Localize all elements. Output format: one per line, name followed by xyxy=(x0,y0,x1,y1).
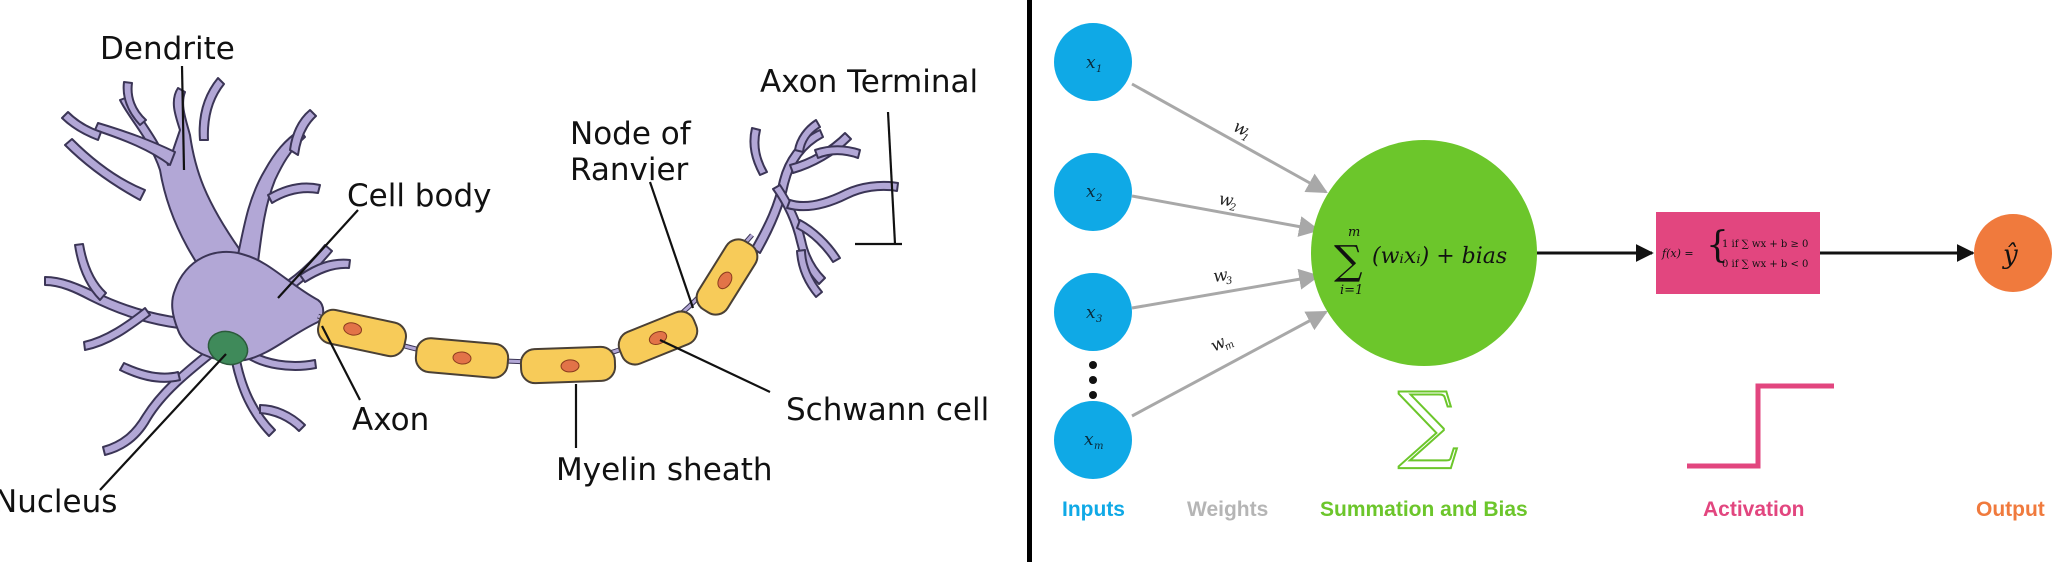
weight-arrows xyxy=(1131,82,1328,418)
weight-3-base: w xyxy=(1212,265,1230,287)
input-node-3: x 3 xyxy=(1054,273,1132,351)
weight-arrow-3 xyxy=(1131,268,1321,310)
activation-box: f(x) = { 1 if ∑ wx + b ≥ 0 0 if ∑ wx + b… xyxy=(1656,212,1820,294)
sum-lower-limit: i=1 xyxy=(1340,283,1363,298)
ellipsis-dots xyxy=(1089,361,1097,399)
myelin-segment xyxy=(317,308,407,358)
activation-brace: { xyxy=(1706,225,1729,266)
nucleus-label: Nucleus xyxy=(0,484,117,520)
leader-lines xyxy=(99,65,902,491)
schwann-nucleus xyxy=(343,322,363,336)
activation-category-label: Activation xyxy=(1703,498,1805,521)
sum-upper-limit: m xyxy=(1348,225,1360,240)
inputs-category-label: Inputs xyxy=(1062,498,1125,521)
input-node-m: x m xyxy=(1054,401,1132,479)
input-node-1: x 1 xyxy=(1054,23,1132,101)
schwann-nucleus xyxy=(560,359,580,373)
weight-2-sub: 2 xyxy=(1228,202,1237,214)
weight-arrow-2 xyxy=(1131,194,1321,237)
myelin-sheath xyxy=(317,238,759,385)
cell-body-label: Cell body xyxy=(347,178,491,214)
activation-case-2: 0 if ∑ wx + b < 0 xyxy=(1722,259,1808,270)
dendrite-leader xyxy=(180,65,186,171)
summation-category-label: Summation and Bias xyxy=(1320,498,1528,521)
input-2-base: x xyxy=(1086,182,1096,202)
nucleus xyxy=(207,330,249,366)
perceptron-diagram: x 1 x 2 x 3 x m xyxy=(1054,23,2052,521)
node-of-ranvier-leader xyxy=(648,181,695,309)
step-function-icon xyxy=(1687,383,1834,469)
sum-body: (wᵢxᵢ) + bias xyxy=(1372,244,1507,269)
input-1-base: x xyxy=(1086,53,1096,73)
axon-terminal-label: Axon Terminal xyxy=(760,64,978,100)
weight-1-sub: 1 xyxy=(1239,132,1250,145)
node-of-ranvier-label-line2: Ranvier xyxy=(570,152,689,188)
input-1-sub: 1 xyxy=(1096,64,1102,75)
output-node: ŷ xyxy=(1974,214,2052,292)
input-2-sub: 2 xyxy=(1095,193,1102,204)
sum-sigma: ∑ xyxy=(1334,238,1363,284)
input-m-sub: m xyxy=(1094,441,1103,452)
summation-symbol-icon: ∑ xyxy=(1398,374,1458,472)
input-nodes: x 1 x 2 x 3 x m xyxy=(1054,23,1132,479)
input-3-sub: 3 xyxy=(1096,314,1102,325)
schwann-cell-label: Schwann cell xyxy=(786,392,989,428)
input-node-2: x 2 xyxy=(1054,153,1132,231)
input-m-base: x xyxy=(1084,430,1094,450)
axon-leader xyxy=(321,325,361,401)
summation-node: m ∑ i=1 (wᵢxᵢ) + bias xyxy=(1311,140,1537,366)
weight-arrow-m xyxy=(1131,310,1328,418)
weight-3-sub: 3 xyxy=(1225,275,1233,287)
axon-label: Axon xyxy=(352,402,429,438)
axon-terminal xyxy=(749,119,899,298)
weight-arrow-1 xyxy=(1131,82,1328,194)
nucleus-leader xyxy=(99,353,227,491)
weights-category-label: Weights xyxy=(1187,498,1268,521)
cell-body-leader xyxy=(277,209,359,299)
input-3-base: x xyxy=(1086,303,1096,323)
neuron-illustration: Dendrite Cell body Nucleus Axon Node of … xyxy=(0,31,989,520)
output-category-label: Output xyxy=(1976,498,2045,521)
output-symbol: ŷ xyxy=(2002,240,2018,270)
schwann-nucleus xyxy=(452,351,472,365)
activation-case-1: 1 if ∑ wx + b ≥ 0 xyxy=(1722,239,1808,250)
node-of-ranvier-label-line1: Node of xyxy=(570,116,692,152)
dendrite-label: Dendrite xyxy=(100,31,235,67)
myelin-sheath-label: Myelin sheath xyxy=(556,452,773,488)
weight-2-base: w xyxy=(1217,189,1235,211)
axon-terminal-leader xyxy=(886,111,897,245)
cell-body xyxy=(171,250,325,362)
panel-divider xyxy=(1027,0,1032,562)
weight-m-sub: m xyxy=(1223,339,1236,353)
schwann-cell-leader xyxy=(659,339,771,393)
weight-labels: w 1 w 2 w 3 w m xyxy=(1207,117,1252,357)
schwann-nucleus xyxy=(717,271,733,290)
activation-lhs: f(x) = xyxy=(1661,247,1694,260)
